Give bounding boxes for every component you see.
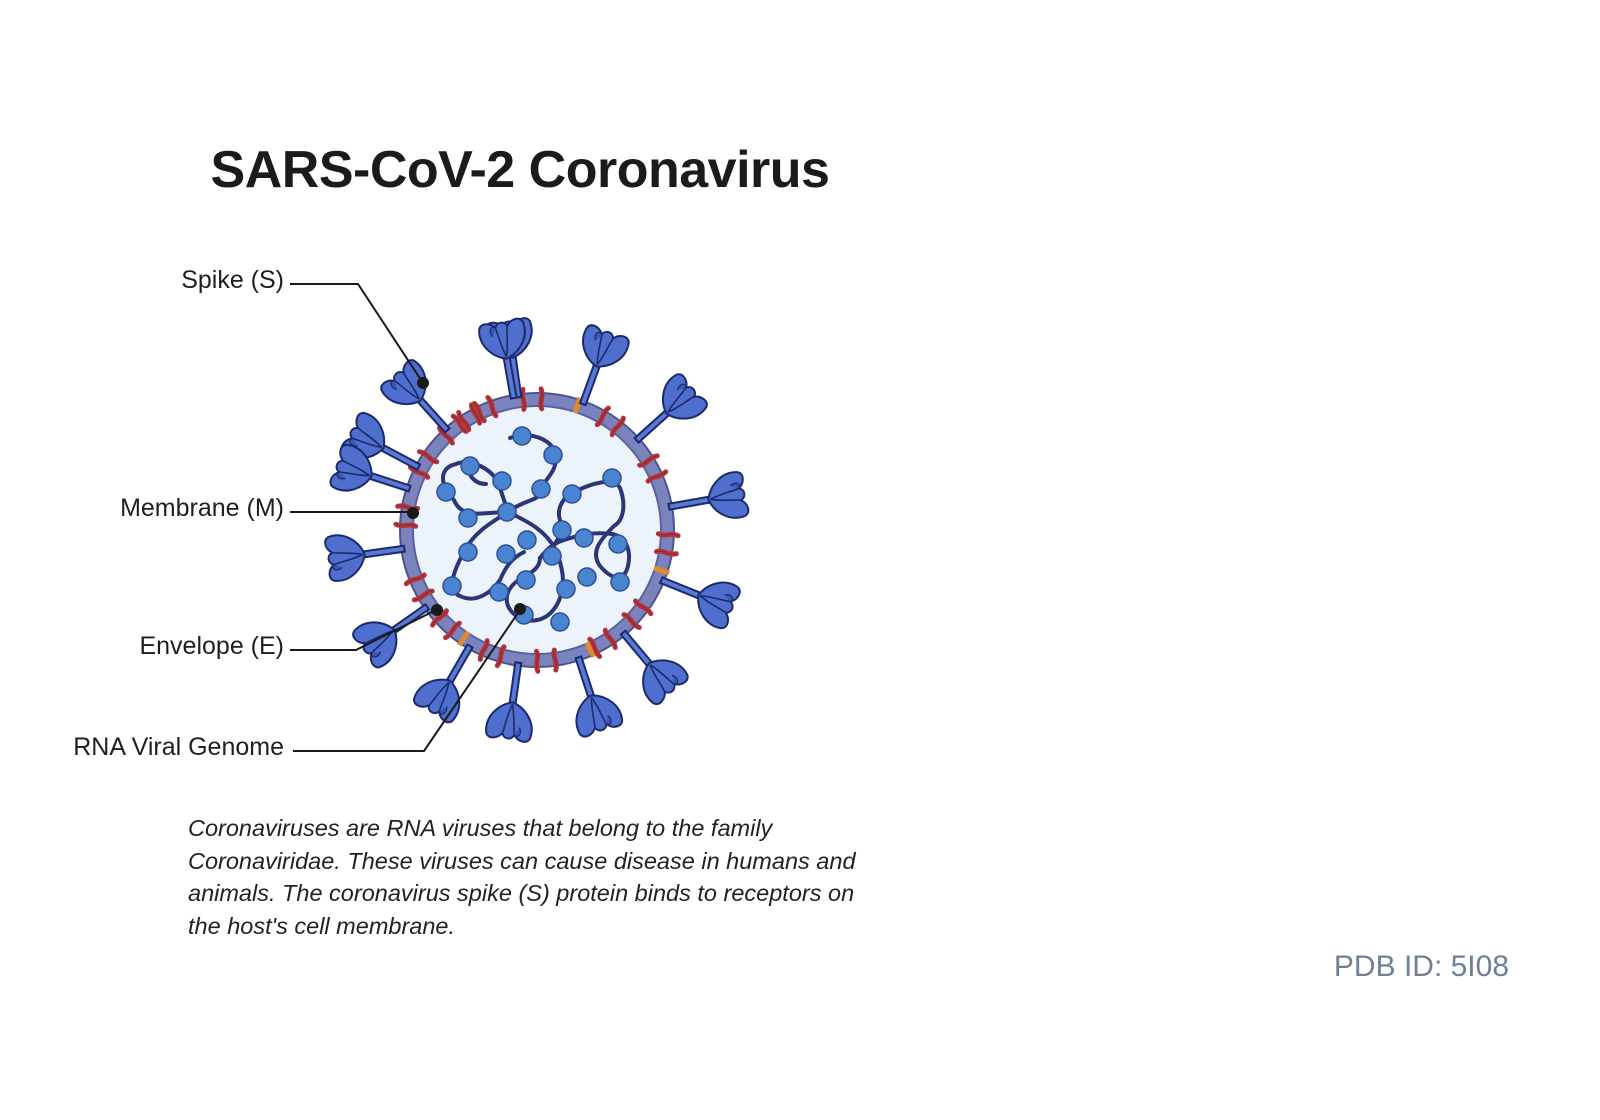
membrane-label: Membrane (M): [120, 494, 284, 522]
rna-bead: [458, 542, 478, 562]
rna-bead: [458, 508, 478, 528]
rna-bead: [436, 482, 456, 502]
rna-bead: [460, 456, 480, 476]
rna-bead: [496, 544, 516, 564]
virus-particle: [323, 316, 751, 744]
genome-label: RNA Viral Genome: [73, 733, 284, 761]
spike-leader-line: [290, 283, 424, 384]
spike-protein: [483, 658, 542, 744]
rna-bead: [602, 468, 622, 488]
spike-protein: [664, 469, 751, 531]
envelope-label: Envelope (E): [139, 632, 284, 660]
rna-bead: [497, 502, 517, 522]
rna-bead: [608, 534, 628, 554]
rna-bead: [531, 479, 551, 499]
rna-bead: [550, 612, 570, 632]
leader-dots: [407, 377, 526, 616]
envelope-proteins: [457, 397, 670, 659]
envelope-protein: [653, 565, 670, 576]
spike-label: Spike (S): [181, 266, 284, 294]
rna-bead: [556, 579, 576, 599]
rna-bead: [442, 576, 462, 596]
envelope-pointer-dot: [431, 604, 443, 616]
rna-bead: [610, 572, 630, 592]
rna-bead: [489, 582, 509, 602]
rna-bead: [552, 520, 572, 540]
leader-lines: [290, 283, 521, 752]
genome-leader-line: [293, 609, 521, 752]
spike-pointer-dot: [417, 377, 429, 389]
rna-bead: [492, 471, 512, 491]
spike-protein: [323, 525, 409, 584]
envelope-leader-line: [290, 609, 437, 651]
pdb-id: PDB ID: 5I08: [1333, 950, 1509, 983]
rna-bead: [512, 426, 532, 446]
envelope-protein: [457, 630, 471, 647]
membrane-pointer-dot: [407, 507, 419, 519]
rna-bead: [562, 484, 582, 504]
description-text: Coronaviruses are RNA viruses that belon…: [188, 815, 856, 939]
envelope-protein: [584, 641, 596, 659]
rna-bead: [543, 445, 563, 465]
rna-bead: [542, 546, 562, 566]
genome-pointer-dot: [514, 603, 526, 615]
rna-bead: [577, 567, 597, 587]
diagram-title: SARS-CoV-2 Coronavirus: [210, 141, 830, 199]
rna-bead: [516, 570, 536, 590]
rna-bead: [517, 530, 537, 550]
rna-bead: [574, 528, 594, 548]
